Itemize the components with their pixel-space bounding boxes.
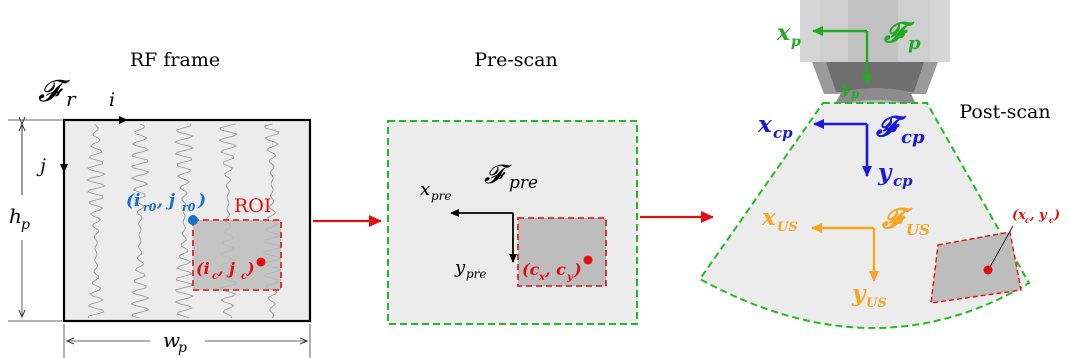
rf-axis-j-label: j bbox=[36, 155, 46, 177]
rf-roi-label: ROI bbox=[234, 195, 271, 217]
svg-text:(x: (x bbox=[1012, 208, 1026, 223]
prescan-title: Pre-scan bbox=[474, 49, 558, 71]
probe-axis-y-sub: p bbox=[851, 87, 860, 101]
probe-axis-y-label: y bbox=[839, 77, 852, 98]
width-label: w bbox=[163, 328, 180, 352]
height-label: h bbox=[9, 204, 22, 228]
cp-frame-sub: cp bbox=[901, 127, 925, 148]
svg-text:c: c bbox=[1049, 215, 1054, 225]
rf-roi-center-label: (i c , j c ) bbox=[196, 259, 255, 282]
us-axis-y-sub: US bbox=[866, 296, 887, 311]
svg-text:r0: r0 bbox=[182, 201, 196, 214]
rf-frame-subscript: r bbox=[66, 87, 77, 111]
rf-signal-line bbox=[173, 123, 195, 319]
svg-text:y: y bbox=[566, 272, 574, 283]
rf-roi-origin-label: (i r0 , j r0 ) bbox=[126, 191, 206, 214]
us-axis-x-label: x bbox=[761, 204, 776, 231]
postscan-roi-point bbox=[983, 265, 993, 275]
postscan-title: Post-scan bbox=[959, 101, 1050, 123]
prescan-panel: Pre-scan 𝓕 pre x pre y pre (c x , c y ) bbox=[387, 49, 638, 325]
svg-text:, j: , j bbox=[156, 191, 176, 211]
svg-text:(i: (i bbox=[196, 259, 210, 278]
rf-axis-i-label: i bbox=[109, 89, 115, 111]
rf-signal-line bbox=[129, 123, 150, 319]
rf-roi-box bbox=[192, 219, 282, 291]
ultrasound-probe-image bbox=[800, 0, 950, 112]
rf-frame-title: RF frame bbox=[130, 49, 220, 71]
postscan-panel: Post-scan x p y p 𝓕 p x cp y cp 𝓕 cp x U… bbox=[698, 0, 1060, 329]
svg-text:(i: (i bbox=[126, 191, 141, 211]
svg-text:c: c bbox=[241, 271, 247, 282]
svg-text:c: c bbox=[1025, 215, 1030, 225]
prescan-axis-y-sub: pre bbox=[466, 267, 487, 281]
probe-frame-sub: p bbox=[908, 33, 921, 54]
us-axis-y-label: y bbox=[851, 280, 867, 307]
svg-text:): ) bbox=[197, 191, 206, 211]
prescan-frame-sub: pre bbox=[509, 173, 538, 193]
svg-text:, j: , j bbox=[217, 259, 235, 278]
cp-axis-x-label: x bbox=[757, 111, 772, 138]
svg-text:): ) bbox=[246, 259, 255, 278]
svg-text:, y: , y bbox=[1029, 208, 1048, 223]
rf-frame-panel: RF frame 𝓕 r i j h p w p ROI (i bbox=[8, 49, 312, 358]
rf-signal-line bbox=[85, 123, 106, 319]
us-frame-sub: US bbox=[906, 221, 930, 239]
svg-text:c: c bbox=[212, 271, 218, 282]
prescan-roi-box bbox=[517, 217, 607, 287]
prescan-roi-center-label: (c x , c y ) bbox=[522, 260, 582, 283]
svg-text:): ) bbox=[1053, 208, 1060, 223]
height-label-sub: p bbox=[21, 217, 30, 233]
cp-axis-y-label: y bbox=[877, 159, 893, 186]
probe-axis-x-sub: p bbox=[791, 34, 801, 50]
rf-roi-origin-point bbox=[188, 215, 198, 225]
svg-text:, c: , c bbox=[544, 260, 566, 279]
svg-text:(c: (c bbox=[522, 260, 540, 279]
width-label-sub: p bbox=[178, 340, 187, 356]
cp-axis-x-sub: cp bbox=[773, 124, 793, 142]
prescan-axis-y-label: y bbox=[454, 257, 466, 278]
probe-axis-x-label: x bbox=[776, 20, 791, 46]
cp-axis-y-sub: cp bbox=[893, 172, 913, 190]
postscan-roi-point-label: (x c , y c ) bbox=[1012, 208, 1060, 225]
svg-text:x: x bbox=[538, 272, 546, 283]
prescan-axis-x-label: x bbox=[420, 179, 430, 200]
postscan-roi-leader-line bbox=[989, 225, 1014, 268]
postscan-roi-box bbox=[930, 231, 1022, 304]
svg-text:r0: r0 bbox=[143, 201, 157, 214]
svg-text:): ) bbox=[573, 260, 582, 279]
prescan-roi-center-point bbox=[583, 255, 593, 265]
rf-roi-center-point bbox=[256, 257, 266, 267]
us-axis-x-sub: US bbox=[777, 220, 798, 235]
prescan-axis-x-sub: pre bbox=[431, 189, 452, 203]
